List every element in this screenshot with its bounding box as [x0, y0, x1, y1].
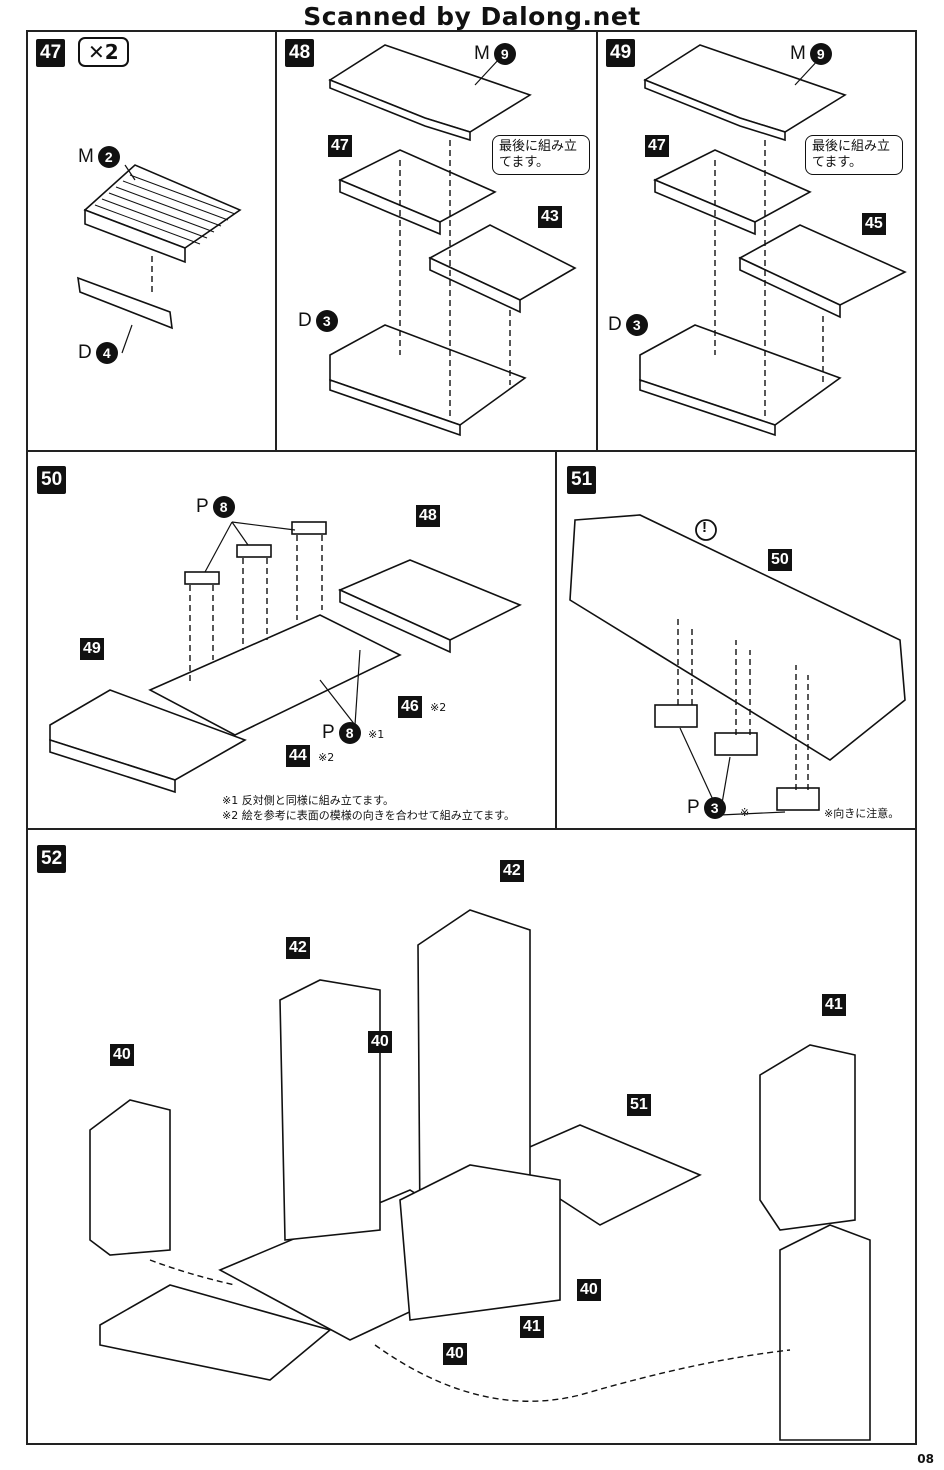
page-number: 08	[917, 1452, 934, 1466]
step-49-note-bubble: 最後に組み立てます。	[805, 135, 903, 175]
step-50-ref-49: 49	[80, 638, 104, 660]
step-47-number: 47	[36, 39, 66, 67]
step-50-ref-48: 48	[416, 505, 440, 527]
part-number-circle: 8	[338, 722, 361, 744]
step-51-caution-icon: !	[702, 519, 707, 536]
step-50-note-mark-1: ※1	[368, 728, 385, 741]
part-letter: P	[322, 722, 335, 744]
step-52-ref-51: 51	[627, 1094, 651, 1116]
step-50-note-1: ※1 反対側と同様に組み立てます。	[222, 794, 395, 807]
step-50-ref-44: 44	[286, 745, 310, 767]
step-50-note-mark-2a: ※2	[430, 701, 447, 714]
step-51-orientation-note: ※向きに注意。	[824, 807, 900, 820]
step-50-number: 50	[37, 466, 67, 494]
step-50-note-2: ※2 絵を参考に表面の模様の向きを合わせて組み立てます。	[222, 809, 516, 822]
scanner-banner: Scanned by Dalong.net	[303, 2, 641, 31]
part-number-circle: 9	[493, 43, 516, 65]
part-number-circle: 2	[97, 146, 120, 168]
part-letter: M	[474, 43, 490, 65]
step-52-ref-40-lower-right: 40	[577, 1279, 601, 1301]
part-letter: D	[298, 310, 312, 332]
part-number-circle: 3	[703, 797, 726, 819]
step-49-ref-47: 47	[645, 135, 669, 157]
step-48-ref-47: 47	[328, 135, 352, 157]
part-number-circle: 9	[809, 43, 832, 65]
part-letter: P	[196, 496, 209, 518]
step-51-note-mark: ※	[740, 806, 750, 819]
step-48-note-bubble: 最後に組み立てます。	[492, 135, 590, 175]
part-letter: D	[78, 342, 92, 364]
step-50-ref-46: 46	[398, 696, 422, 718]
step-52-frame	[26, 828, 917, 1445]
part-letter: P	[687, 797, 700, 819]
part-number-circle: 4	[95, 342, 118, 364]
step-52-ref-40-lower-left: 40	[443, 1343, 467, 1365]
step-52-ref-40-center: 40	[368, 1031, 392, 1053]
step-52-ref-41-lower: 41	[520, 1316, 544, 1338]
step-49-number: 49	[606, 39, 636, 67]
step-48-number: 48	[285, 39, 315, 67]
part-letter: D	[608, 314, 622, 336]
step-50-note-mark-2b: ※2	[318, 751, 335, 764]
step-52-ref-42-left: 42	[286, 937, 310, 959]
step-51-number: 51	[567, 466, 597, 494]
part-number-circle: 8	[212, 496, 235, 518]
step-52-number: 52	[37, 845, 67, 873]
part-number-circle: 3	[625, 314, 648, 336]
part-letter: M	[78, 146, 94, 168]
step-52-ref-42-right: 42	[500, 860, 524, 882]
step-52-ref-41-right: 41	[822, 994, 846, 1016]
step-48-ref-43: 43	[538, 206, 562, 228]
step-49-ref-45: 45	[862, 213, 886, 235]
step-51-ref-50: 50	[768, 549, 792, 571]
step-52-ref-40-left: 40	[110, 1044, 134, 1066]
part-number-circle: 3	[315, 310, 338, 332]
step-47-multiplier: ✕2	[78, 37, 129, 67]
part-letter: M	[790, 43, 806, 65]
